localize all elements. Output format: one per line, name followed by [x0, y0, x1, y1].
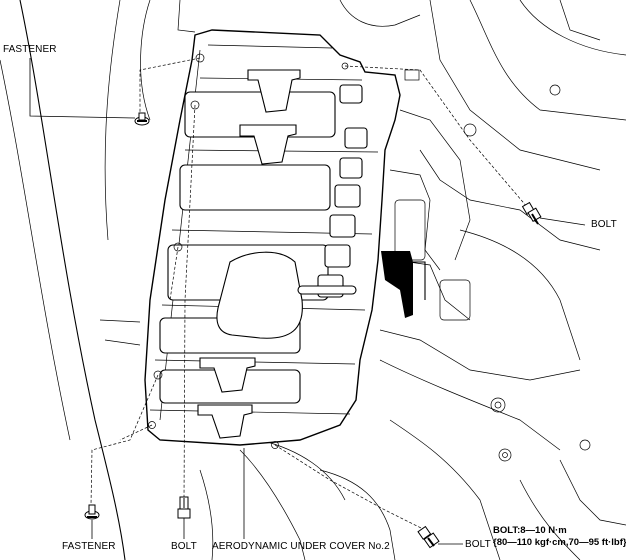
label-bolt-bottom-left: BOLT: [171, 541, 197, 552]
bolt-right-part: [521, 201, 542, 225]
label-aerodynamic-under-cover: AERODYNAMIC UNDER COVER No.2: [212, 541, 390, 552]
label-fastener-bottom: FASTENER: [62, 541, 116, 552]
bolt-bottom-right-part: [417, 525, 440, 549]
bolt-bottom-left-part: [177, 496, 191, 519]
black-bracket: [381, 251, 413, 318]
fastener-top-part: [134, 112, 150, 126]
fastener-bottom-part: [84, 504, 100, 520]
leader-lines: [29, 58, 586, 545]
cover-mount-holes: [148, 53, 420, 449]
torque-spec-line2: {80—110 kgf·cm,70—95 ft·lbf}: [493, 537, 626, 548]
label-bolt-right: BOLT: [591, 219, 617, 230]
label-fastener-top: FASTENER: [3, 44, 57, 55]
torque-spec-line1: BOLT:8—10 N·m: [493, 525, 567, 536]
label-bolt-bottom-right: BOLT: [465, 539, 491, 550]
cover-fins: [197, 69, 301, 439]
alignment-lines: [90, 57, 529, 531]
cover-opening: [216, 251, 303, 339]
